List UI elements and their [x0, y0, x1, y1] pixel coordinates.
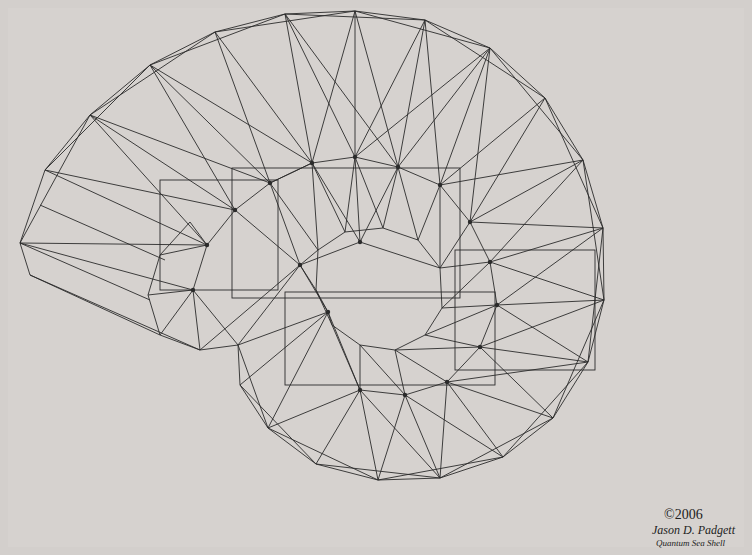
- shell-lines: [20, 11, 604, 480]
- paper: [8, 8, 744, 547]
- artist-signature: Jason D. Padgett: [652, 524, 735, 537]
- rays: [20, 11, 604, 480]
- construction-square: [285, 292, 495, 385]
- hub-points: [191, 155, 499, 397]
- artwork-title: Quantum Sea Shell: [656, 539, 725, 549]
- construction-square: [455, 250, 595, 370]
- tail-lines: [20, 205, 200, 350]
- shell-outline: [20, 11, 604, 480]
- construction-square: [160, 180, 278, 290]
- copyright-year: ©2006: [664, 507, 703, 522]
- outer-chords: [20, 11, 604, 480]
- construction-square: [232, 168, 460, 298]
